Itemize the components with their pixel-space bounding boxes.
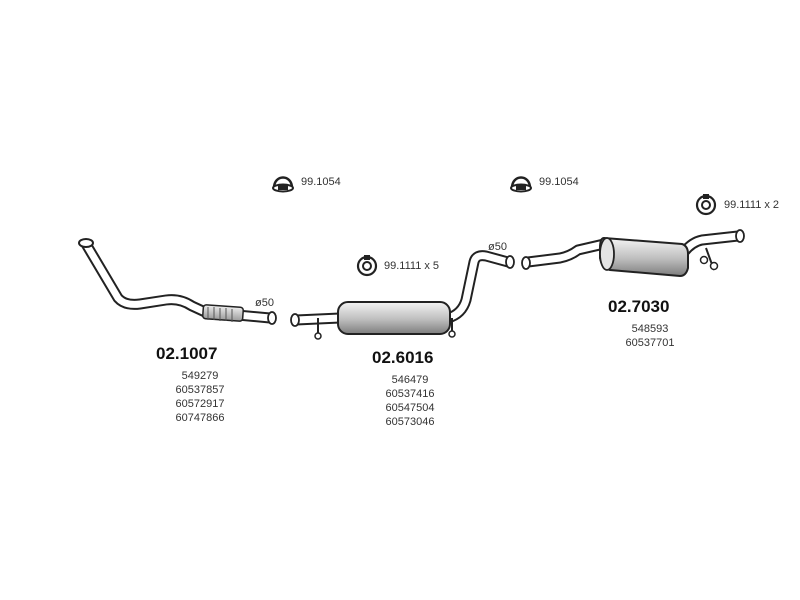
clamp-label: 99.1111 x 2 [724,199,780,211]
clamp-label: 99.1054 [539,176,579,188]
oem-number-list: 549279 60537857 60572917 60747866 [160,369,240,425]
part-number: 02.1007 [156,344,218,363]
oem-number: 60573046 [385,416,435,428]
pipe-diameter-label: ø50 [255,297,274,309]
front-pipe-02-1007 [78,238,277,325]
oem-number: 60547504 [385,402,435,414]
oem-number: 60537701 [625,337,675,349]
oem-number: 60537416 [385,388,435,400]
u-bolt-clamp-icon [272,176,294,193]
oem-number-list: 546479 60537416 60547504 60573046 [370,373,450,429]
oem-number: 548593 [631,323,669,335]
ring-clamp-icon [356,255,378,277]
oem-number: 60537857 [175,384,225,396]
part-number: 02.7030 [608,297,670,316]
pipe-diameter-label: ø50 [488,241,507,253]
oem-number: 546479 [391,374,429,386]
oem-number: 60572917 [175,398,225,410]
u-bolt-clamp-icon [510,176,532,193]
part-number: 02.6016 [372,348,434,367]
oem-number: 60747866 [175,412,225,424]
clamp-label: 99.1054 [301,176,341,188]
clamp-label: 99.1111 x 5 [384,260,440,272]
rear-muffler-02-7030 [521,229,745,278]
oem-number: 549279 [181,370,219,382]
oem-number-list: 548593 60537701 [610,322,690,350]
ring-clamp-icon [695,194,717,216]
middle-muffler-02-6016 [290,250,515,340]
